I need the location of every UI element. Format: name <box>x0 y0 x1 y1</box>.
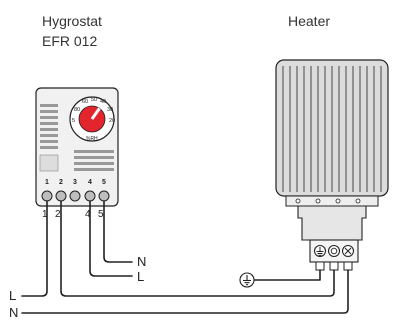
dial-scale-50: 50 <box>91 97 97 103</box>
wire-number-4: 4 <box>85 209 91 220</box>
terminal-number-4: 4 <box>88 179 92 186</box>
dial-scale-40: 40 <box>100 99 106 105</box>
wire-ground <box>253 269 321 281</box>
heater-rivets <box>295 198 361 204</box>
dial-scale-30: 30 <box>107 107 113 113</box>
earth-ground-icon <box>239 272 255 288</box>
terminal-screw-2 <box>55 190 67 202</box>
label-l-left: L <box>9 288 16 303</box>
wire-number-1: 1 <box>42 209 48 220</box>
hygrostat-vent-right <box>74 150 114 171</box>
wiring <box>21 200 349 314</box>
terminal-screw-3 <box>69 190 81 202</box>
terminal-number-1: 1 <box>45 179 49 186</box>
wire-number-5: 5 <box>98 209 104 220</box>
dial-scale-80: 80 <box>74 107 80 113</box>
hygrostat-label-plate <box>39 154 59 172</box>
hygrostat-terminal-numbers-bottom: 1 2 4 5 <box>42 209 104 220</box>
terminal-number-2: 2 <box>59 179 63 186</box>
dial-pointer <box>90 107 101 120</box>
heater-title: Heater <box>288 13 330 29</box>
wire-l-hygrostat <box>89 200 133 277</box>
heater-terminal-screws <box>313 244 355 258</box>
wire-switched-l <box>60 200 335 297</box>
dial-scale-60: 60 <box>82 99 88 105</box>
hygrostat-vent-left <box>40 104 58 149</box>
wire-labels: N L L N <box>9 254 146 320</box>
heater-device <box>275 59 389 271</box>
wire-n-hygrostat <box>103 200 133 263</box>
hygrostat-title: Hygrostat EFR 012 <box>42 13 102 49</box>
wire-l-supply <box>21 200 48 297</box>
dial-unit: %RH <box>86 136 98 142</box>
hygrostat-title-line1: Hygrostat <box>42 13 102 29</box>
label-l-right: L <box>137 269 144 284</box>
heater-terminal-housing <box>297 205 367 241</box>
terminal-number-3: 3 <box>73 179 77 186</box>
wire-n-supply <box>21 269 349 314</box>
terminal-screw-4 <box>84 190 96 202</box>
hygrostat-title-line2: EFR 012 <box>42 33 97 49</box>
label-n-right: N <box>137 254 146 269</box>
terminal-screw-1 <box>41 190 53 202</box>
dial-scale-20: 20 <box>109 118 115 124</box>
hygrostat-terminal-numbers-top: 1 2 3 4 5 <box>45 179 106 186</box>
wire-number-2: 2 <box>55 209 61 220</box>
humidity-dial: 80 60 50 40 30 20 5 %RH <box>69 96 115 142</box>
terminal-screw-5 <box>98 190 110 202</box>
hygrostat-device: 80 60 50 40 30 20 5 %RH 1 2 3 4 5 <box>35 87 119 207</box>
terminal-number-5: 5 <box>102 179 106 186</box>
dial-scale-5: 5 <box>72 118 75 124</box>
label-n-left: N <box>9 305 18 320</box>
heater-terminal-l <box>327 244 341 258</box>
heater-fins <box>282 66 382 192</box>
heater-wire-exits <box>315 261 353 271</box>
